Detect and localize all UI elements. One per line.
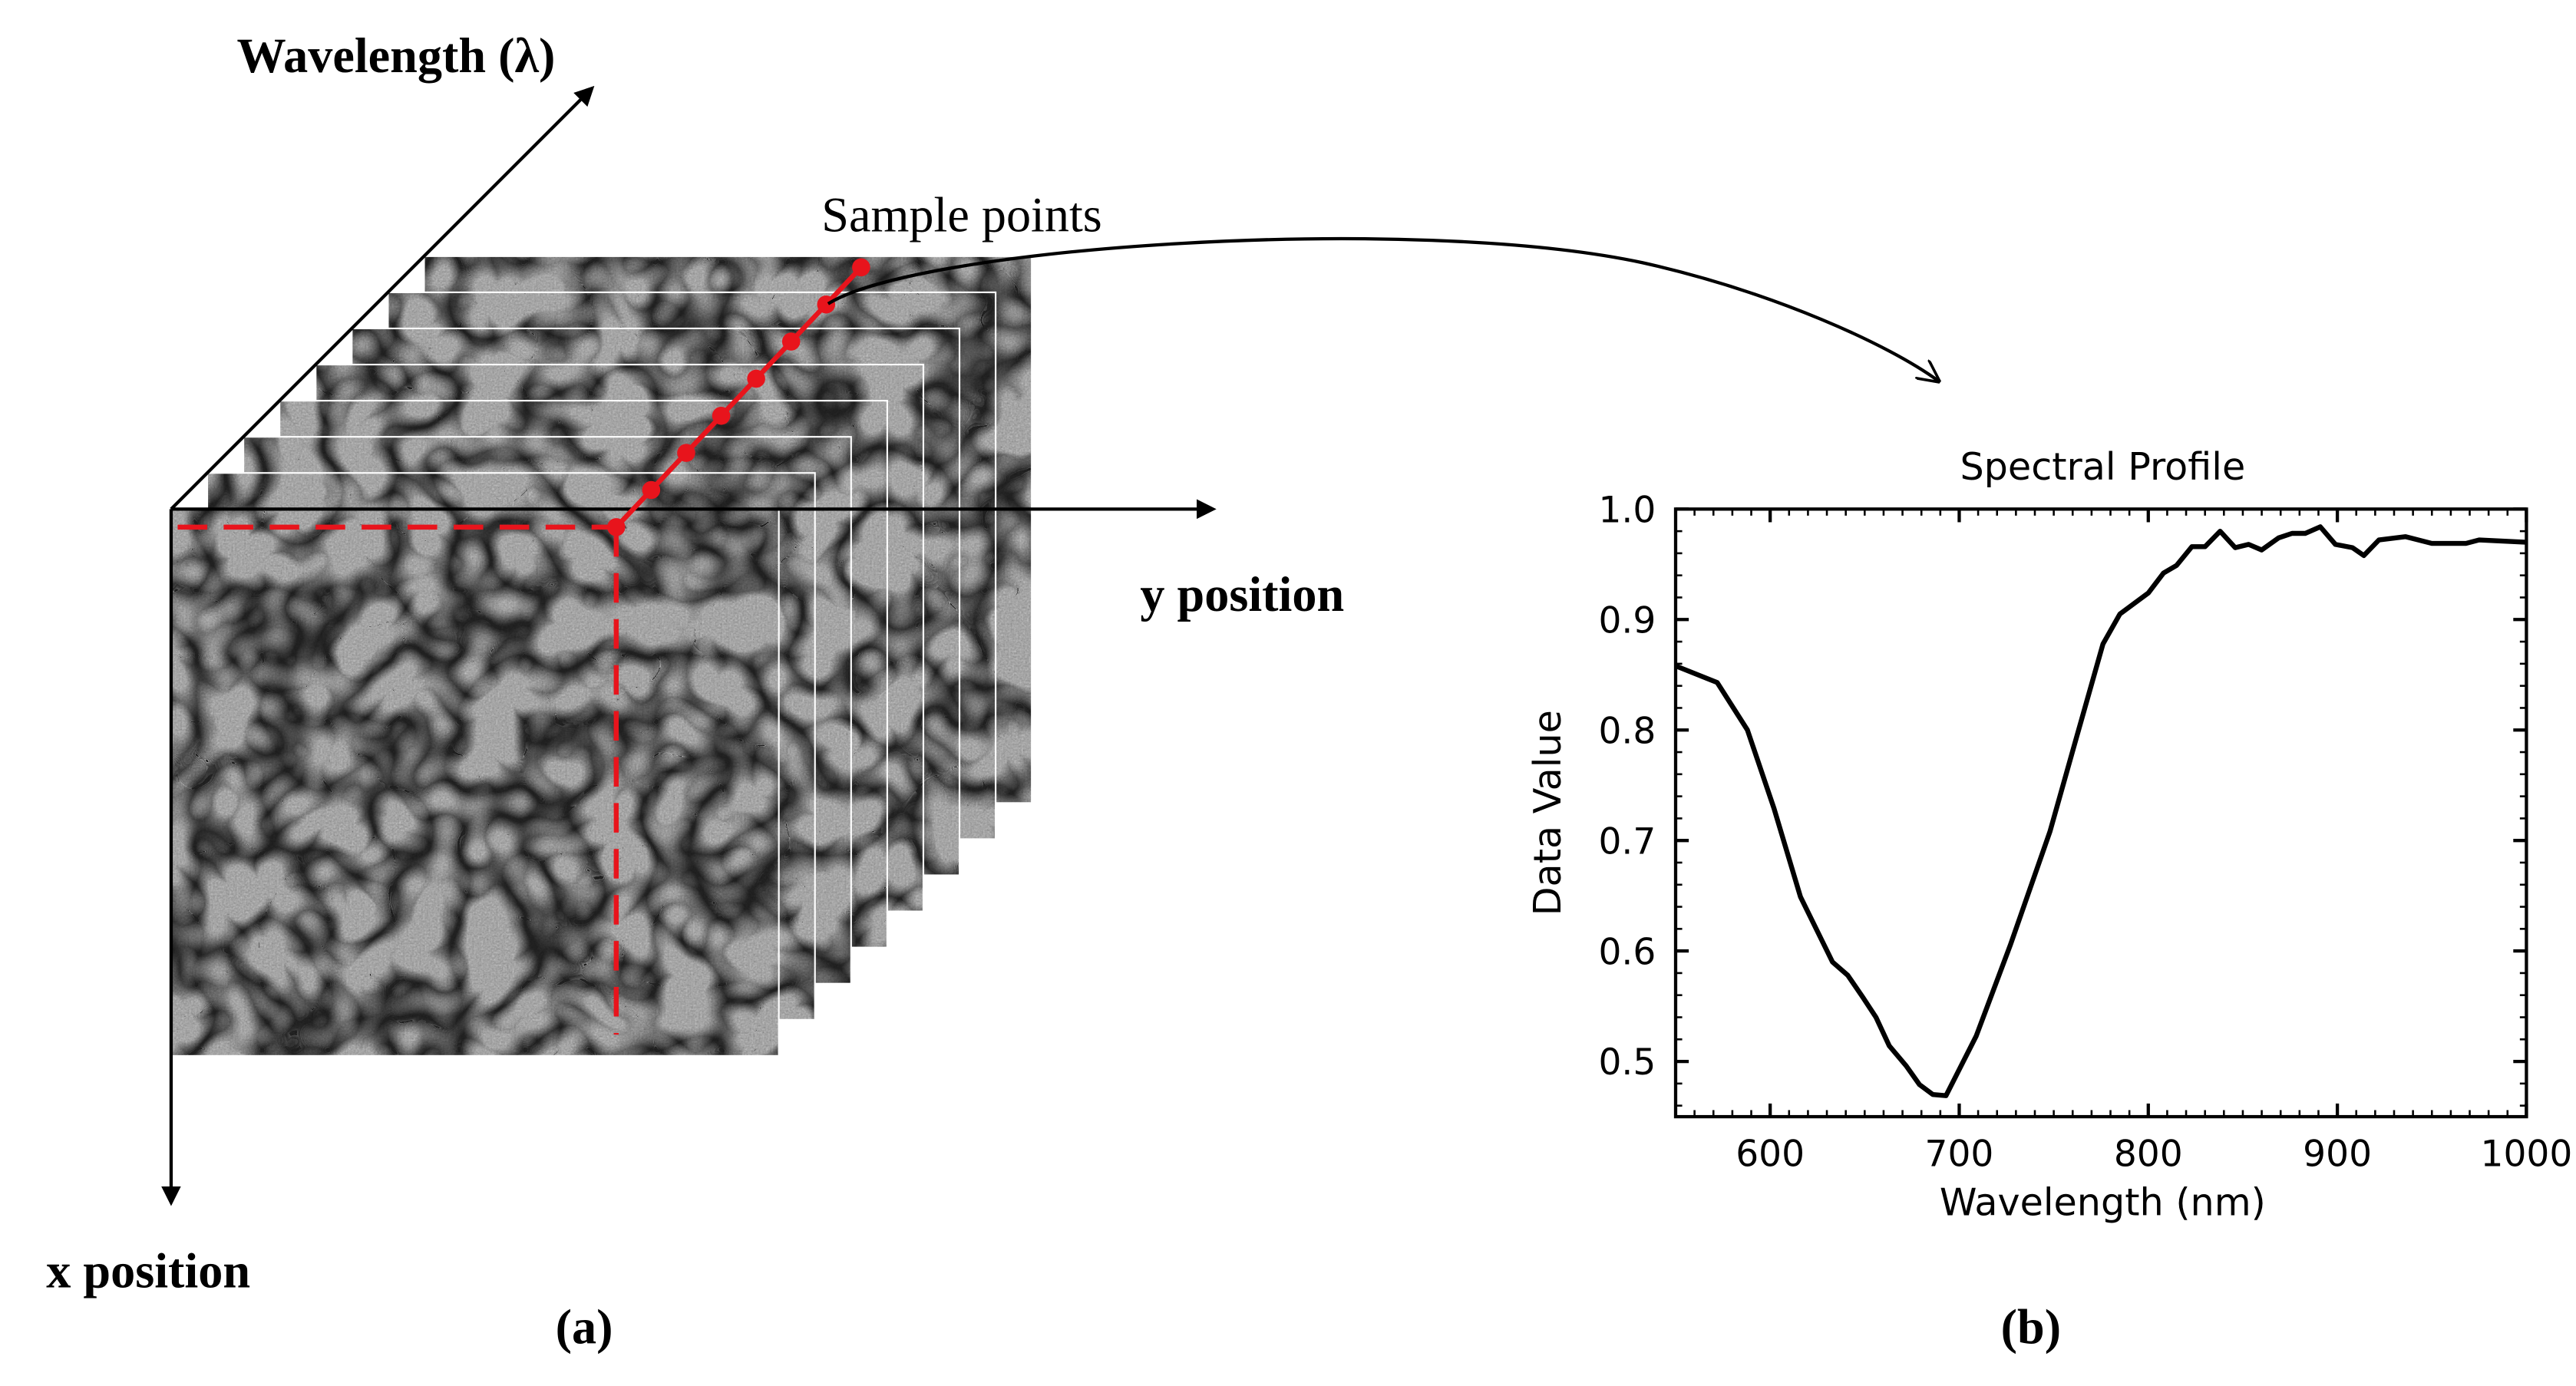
sample-point [607,518,626,536]
x-tick-label: 1000 [2481,1133,2573,1175]
y-axis-label: Data Value [1525,710,1570,916]
y-tick-label: 0.9 [1598,599,1656,642]
y-position-axis-label: y position [1140,567,1344,622]
chart-title: Spectral Profile [1960,444,2245,489]
spectral-curve [1674,524,2527,1098]
y-tick-label: 0.5 [1598,1041,1656,1084]
y-tick-label: 1.0 [1598,489,1656,531]
x-tick-label: 700 [1925,1133,1994,1175]
wavelength-axis-arrow [170,85,595,510]
spectral-band-frame [170,508,780,1057]
sample-point [642,480,661,500]
sample-point [817,295,836,314]
sample-points-label: Sample points [821,188,1102,243]
plot-frame [1673,507,2528,1119]
spectral-profile-chart: Spectral Profile 600 700 800 900 1000 1.0 0.9 0… [1525,444,2572,1355]
wavelength-axis-label: Wavelength (λ) [237,28,556,83]
x-tick-label: 900 [2303,1133,2372,1175]
hyperspectral-cube-panel: Wavelength (λ) Sample points y position … [46,28,1938,1354]
y-tick-label: 0.7 [1598,820,1656,863]
y-tick-label: 0.8 [1598,710,1656,752]
image-stack [170,255,1033,1057]
x-position-axis-label: x position [46,1244,250,1299]
panel-a-caption: (a) [556,1299,613,1354]
sample-point [677,444,695,462]
callout-arrow [827,236,1939,381]
sample-point [852,258,870,277]
x-tick-label: 800 [2114,1133,2183,1175]
sample-point [781,332,801,351]
y-tick-label: 0.6 [1598,931,1656,973]
panel-b-caption: (b) [2001,1299,2061,1354]
x-axis-label: Wavelength (nm) [1940,1180,2266,1224]
sample-points [607,258,870,536]
sample-point [747,369,765,388]
sample-point [712,407,731,425]
x-tick-label: 600 [1735,1133,1805,1175]
